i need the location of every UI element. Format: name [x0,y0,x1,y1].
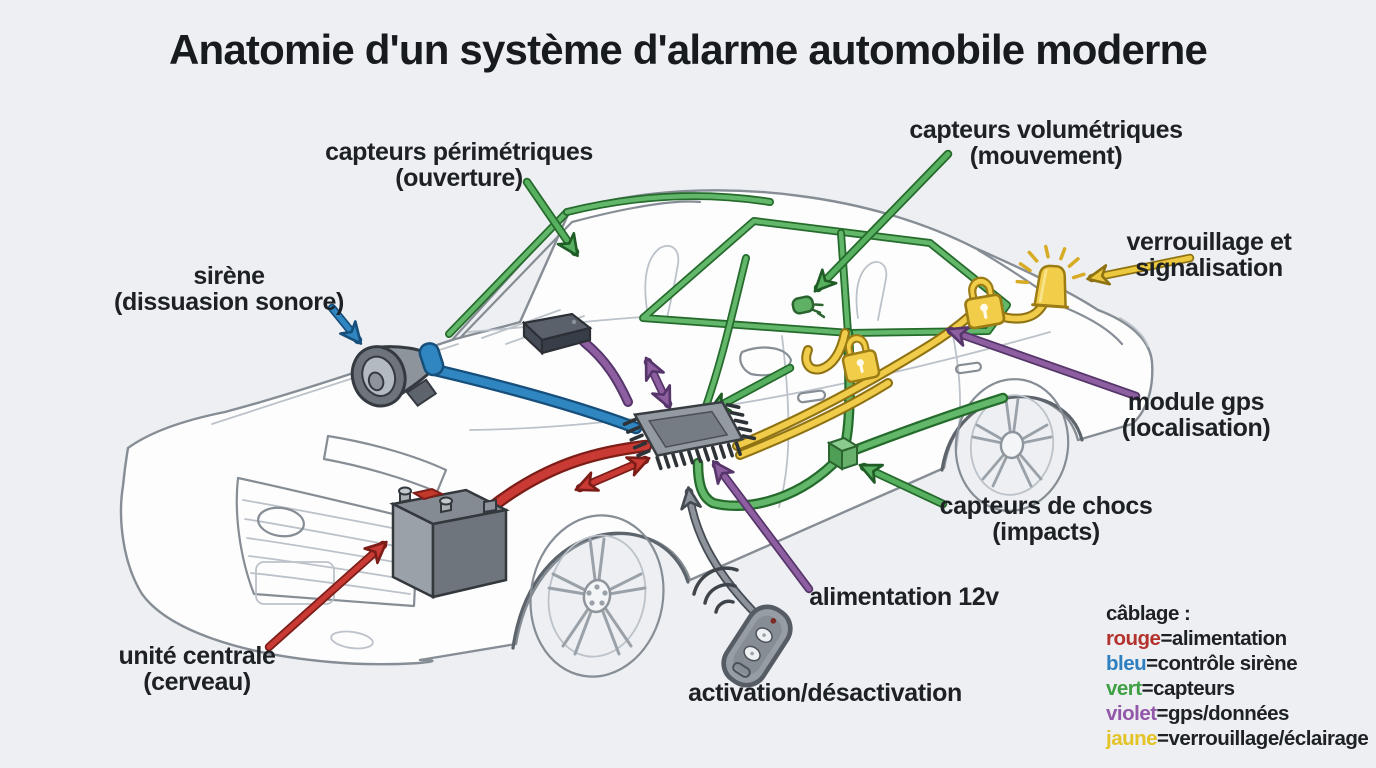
legend-item-blue: bleu=contrôle sirène [1106,651,1368,676]
wiring-legend: câblage : rouge=alimentation bleu=contrô… [1106,601,1369,751]
rear-wheel [940,378,1084,512]
legend-item-green: vert=capteurs [1106,676,1368,701]
keyfob-icon [721,604,793,688]
battery-terminal [398,486,453,514]
motion-sensor-icon [791,295,826,319]
label-line: activation/désactivation [688,679,962,707]
legend-desc-blue: =contrôle sirène [1146,652,1298,675]
arrow-sensors-to-chip [706,363,795,415]
arrow-volumetric-sensors [813,149,953,293]
battery-icon [389,486,510,600]
arrow-central-unit [264,540,388,652]
label-line: (dissuasion sonore) [114,288,344,316]
label-line: alimentation 12v [809,583,999,611]
legend-desc-green: =capteurs [1141,677,1235,700]
legend-term-yellow: jaune [1106,727,1158,750]
central-unit-chip-icon [622,400,757,471]
label-line: verrouillage et [1126,228,1292,256]
label-shock-sensors: capteurs de chocs (impacts) [940,493,1153,545]
label-line: capteurs périmétriques [325,138,593,166]
label-line: (mouvement) [969,142,1123,170]
label-line: (ouverture) [395,164,523,192]
label-central-unit: unité centrale (cerveau) [119,643,276,695]
arrow-perimeter-sensors [522,177,580,258]
page-title: Anatomie d'un système d'alarme automobil… [168,26,1208,73]
arrow-remote-signal [680,486,757,615]
label-line: signalisation [1135,254,1283,282]
label-volumetric-sensors: capteurs volumétriques (mouvement) [909,116,1183,170]
arrow-siren [327,303,363,345]
legend-desc-violet: =gps/données [1156,702,1290,725]
purple-gps-wire [579,337,673,410]
legend-item-red: rouge=alimentation [1106,626,1368,651]
front-grille [235,476,420,608]
arrow-locking-signal [1086,253,1195,286]
arrow-power-12v [711,460,814,594]
label-line: capteurs de chocs [939,492,1153,520]
legend-term-blue: bleu [1106,652,1147,675]
label-line: (impacts) [992,518,1100,546]
label-line: module gps [1127,388,1265,416]
legend-desc-red: =alimentation [1160,627,1287,650]
red-power-wire [481,439,653,517]
headlight [322,434,448,650]
shock-sensor-icon [826,436,860,471]
label-line: (localisation) [1121,414,1271,442]
label-line: capteurs volumétriques [909,116,1183,144]
beacon-light-icon [1015,244,1086,309]
front-wheel [511,514,690,678]
blue-siren-wire [411,359,643,435]
label-locking-signal: verrouillage et signalisation [1127,229,1292,281]
label-power-12v: alimentation 12v [809,584,999,610]
legend-term-red: rouge [1106,627,1161,650]
label-siren: sirène (dissuasion sonore) [114,263,344,315]
arrow-shock-sensor [858,462,948,509]
label-perimeter-sensors: capteurs périmétriques (ouverture) [325,139,593,191]
label-gps-module: module gps (localisation) [1122,389,1271,441]
label-remote-activation: activation/désactivation [688,680,962,706]
label-line: sirène [193,262,265,290]
legend-term-violet: violet [1106,702,1157,725]
siren-icon [350,342,445,408]
radio-waves-icon [692,566,739,614]
legend-desc-yellow: =verrouillage/éclairage [1157,727,1369,750]
gps-module-icon [521,312,593,356]
label-line: unité centrale [118,642,276,670]
legend-heading: câblage : [1106,602,1191,625]
arrow-gps-module [945,325,1141,401]
legend-item-yellow: jaune=verrouillage/éclairage [1106,726,1369,751]
legend-item-violet: violet=gps/données [1106,701,1368,726]
label-line: (cerveau) [143,668,251,696]
legend-term-green: vert [1106,677,1142,700]
